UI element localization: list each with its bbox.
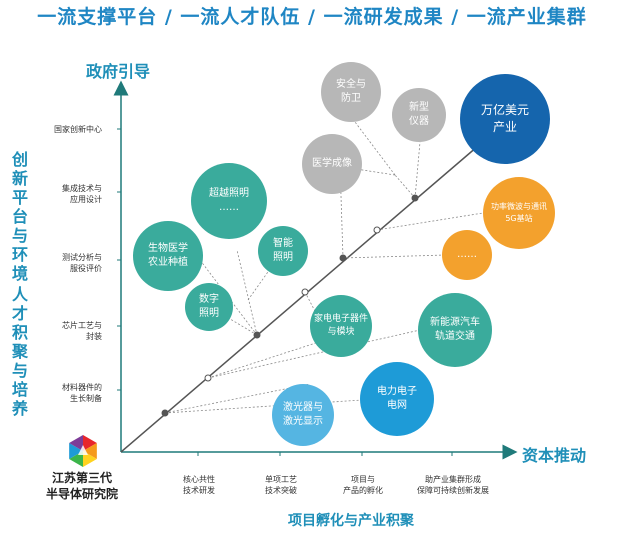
bubble-trillion-industry: 万亿美元 产业 <box>460 74 550 164</box>
bubble-laser-display: 激光器与 激光显示 <box>272 384 334 446</box>
connector-line <box>394 174 416 199</box>
bubble-biomedical-agriculture: 生物医学 农业种植 <box>133 221 203 291</box>
logo-segment <box>83 443 97 459</box>
connector-line <box>329 164 396 176</box>
y-tick-chip-process: 芯片工艺与 封装 <box>62 321 102 341</box>
logo-name: 江苏第三代 半导体研究院 <box>45 471 118 501</box>
connector-line <box>376 212 484 231</box>
left-label-platform: 创新平台与环境 <box>11 150 28 283</box>
diagonal-node <box>161 409 169 417</box>
y-tick-testing: 测试分析与 服役评价 <box>62 253 102 273</box>
bubble-power-microwave-5g: 功率微波与通讯 5G基站 <box>483 177 555 249</box>
diagonal-node <box>204 374 212 382</box>
y-tick-materials: 材料器件的 生长制备 <box>62 383 102 403</box>
diagonal-node <box>301 288 309 296</box>
logo-mark <box>69 435 97 467</box>
connector-line <box>164 383 311 414</box>
connector-line <box>207 339 326 379</box>
growth-diagonal <box>120 145 479 453</box>
bubble-medical-imaging: 医学成像 <box>302 134 362 194</box>
connector-line <box>414 141 421 199</box>
left-label-talent: 人才积聚与培养 <box>11 285 28 418</box>
connector-line <box>207 329 421 379</box>
logo-segment <box>69 443 83 459</box>
bubble-orange-more: …… <box>442 230 492 280</box>
bubble-power-electronics: 电力电子 电网 <box>360 362 434 436</box>
x-axis-bottom-title: 项目孵化与产业积聚 <box>288 513 414 529</box>
axis-tick-marks <box>117 128 453 456</box>
diagonal-node <box>373 226 381 234</box>
bubble-beyond-lighting: 超越照明 …… <box>191 163 267 239</box>
bubble-instruments: 新型 仪器 <box>392 88 446 142</box>
x-tick-core-tech: 核心共性 技术研发 <box>183 475 215 495</box>
diagonal-node <box>339 254 347 262</box>
bubble-security: 安全与 防卫 <box>321 62 381 122</box>
diagonal-nodes <box>161 194 419 417</box>
x-tick-industry-cluster: 助产业集群形成 保障可持续创新发展 <box>417 475 489 495</box>
x-tick-incubation: 项目与 产品的孵化 <box>343 475 383 495</box>
diagonal-node <box>253 331 261 339</box>
logo-center <box>78 445 88 455</box>
y-tick-integration: 集成技术与 应用设计 <box>62 184 102 204</box>
x-axis-title: 资本推动 <box>522 446 587 465</box>
bubble-appliance-electronics: 家电电子器件 与模块 <box>310 295 372 357</box>
connector-line <box>247 254 281 301</box>
logo-segment <box>83 435 97 451</box>
connector-line <box>342 254 447 259</box>
logo-segment <box>69 435 83 451</box>
bubble-smart-lighting: 智能 照明 <box>258 226 308 276</box>
diagonal-node <box>411 194 419 202</box>
bubble-ev-rail: 新能源汽车 轨道交通 <box>418 293 492 367</box>
connector-line <box>354 121 396 176</box>
x-tick-single-process: 单项工艺 技术突破 <box>265 475 297 495</box>
bubble-digital-lighting: 数字 照明 <box>185 283 233 331</box>
banner-slogan: 一流支撑平台 / 一流人才队伍 / 一流研发成果 / 一流产业集群 <box>37 6 587 28</box>
connector-line <box>236 249 258 336</box>
y-axis-title: 政府引导 <box>86 62 151 81</box>
y-tick-national-center: 国家创新中心 <box>54 125 102 134</box>
